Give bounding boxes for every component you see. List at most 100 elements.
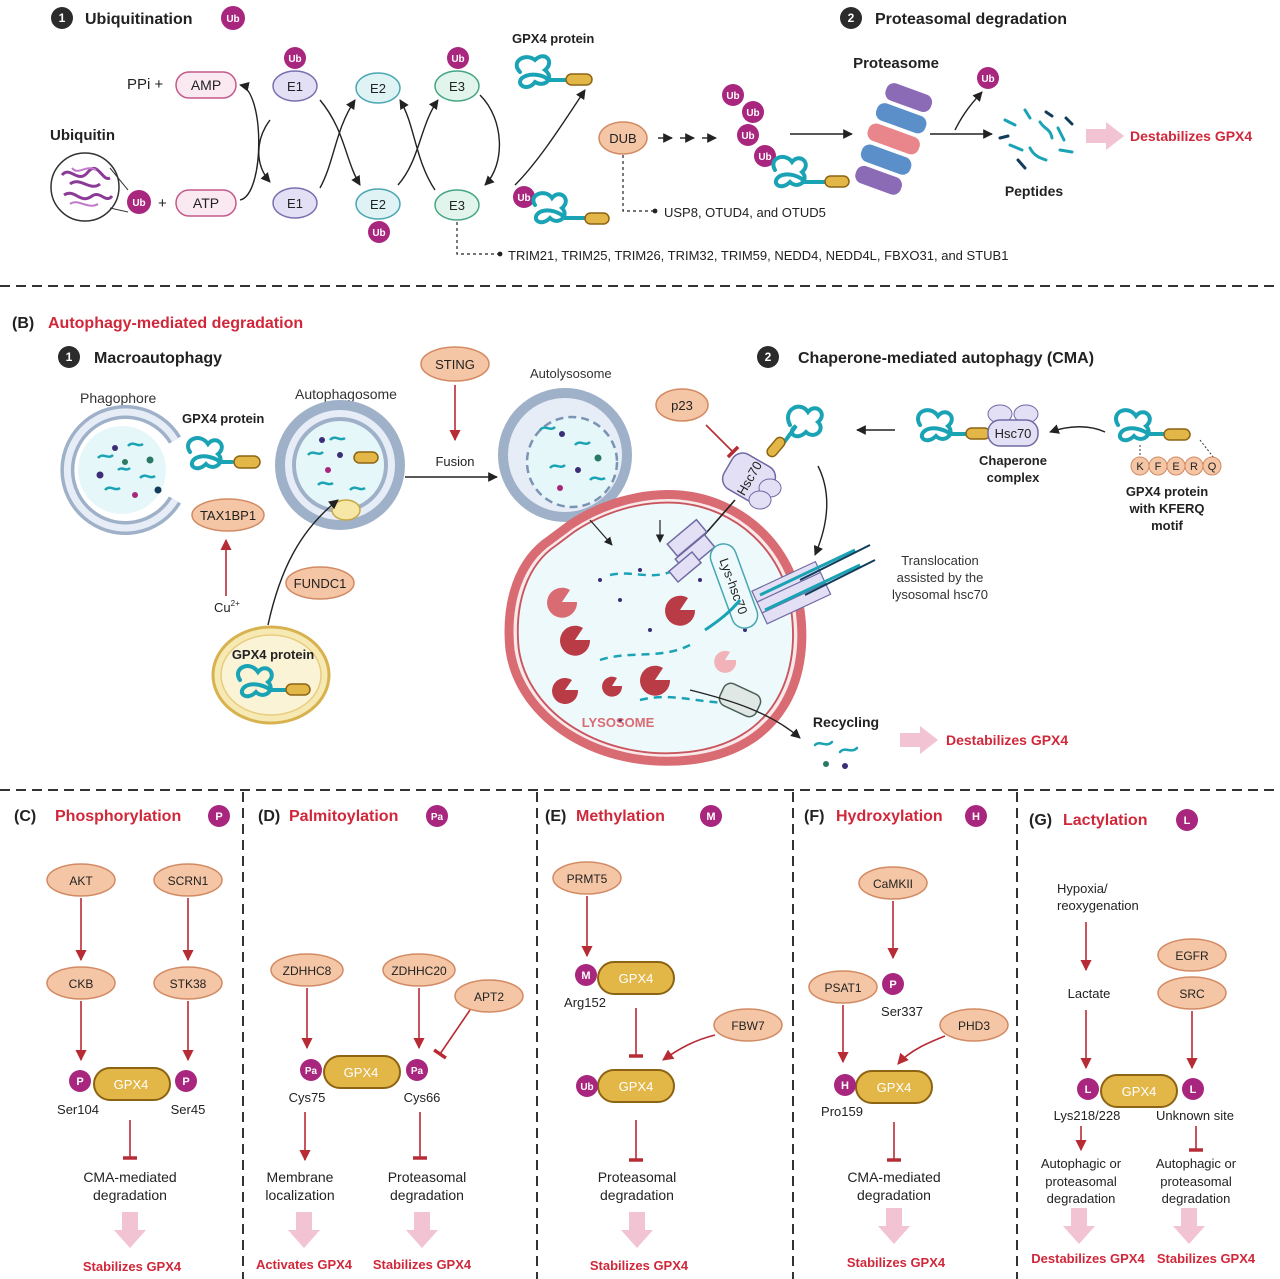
panel-f: (F) Hydroxylation H CaMKII PSAT1 P Ser33…: [804, 805, 1009, 1270]
svg-text:FBW7: FBW7: [731, 1019, 765, 1033]
ppi-label: PPi +: [127, 76, 164, 93]
svg-text:degradation: degradation: [1162, 1191, 1231, 1206]
svg-text:E2: E2: [370, 81, 386, 96]
ubiquitin-protein-icon: [50, 152, 129, 222]
svg-text:M: M: [706, 811, 715, 823]
apt2-node: [454, 979, 524, 1013]
step2-number-circle: [840, 7, 862, 29]
gpx4-protein-icon: [1114, 408, 1215, 459]
chaperone-complex-icon: Hsc70: [916, 404, 1039, 447]
svg-text:(D): (D): [258, 808, 280, 825]
svg-text:CMA-mediated: CMA-mediated: [83, 1169, 176, 1185]
svg-text:Ub: Ub: [741, 131, 754, 142]
ub-icon: [447, 47, 469, 69]
m-badge-icon: [700, 805, 722, 827]
ub-icon: [977, 67, 999, 89]
site-arg152: Arg152: [564, 995, 606, 1010]
panel-b-label: (B): [12, 315, 34, 332]
translocation-line-1: Translocation: [901, 553, 979, 568]
zdhhc20-node: [382, 953, 456, 987]
peptides-label: Peptides: [1005, 183, 1064, 199]
svg-text:Membrane: Membrane: [267, 1169, 334, 1185]
e3-bottom: [434, 189, 480, 221]
svg-text:GPX4: GPX4: [877, 1080, 912, 1095]
fundc1-node: [285, 566, 355, 600]
ub-badge-icon: [221, 6, 245, 30]
autolysosome-icon: [498, 388, 632, 522]
svg-text:M: M: [581, 970, 590, 982]
h-mark-icon: [834, 1074, 856, 1096]
p-badge-icon: [208, 805, 230, 827]
atp-pill: [175, 189, 237, 217]
site-pro159: Pro159: [821, 1104, 863, 1119]
zdhhc8-node: [270, 953, 344, 987]
lactylation-title: Lactylation: [1063, 812, 1147, 829]
dub-node: [598, 121, 648, 155]
svg-text:2: 2: [848, 11, 855, 25]
svg-text:PSAT1: PSAT1: [824, 981, 861, 995]
panel-b: (B) Autophagy-mediated degradation 1 Mac…: [12, 315, 1222, 769]
gpx4-kferq-label-2: with KFERQ: [1128, 501, 1204, 516]
panel-e: (E) Methylation M PRMT5 GPX4 M Arg152 FB…: [545, 805, 783, 1273]
site-cys66: Cys66: [404, 1090, 441, 1105]
svg-text:degradation: degradation: [600, 1187, 674, 1203]
autophagosome-label: Autophagosome: [295, 386, 397, 402]
svg-text:E3: E3: [449, 79, 465, 94]
svg-text:GPX4: GPX4: [619, 971, 654, 986]
site-lys218-228: Lys218/228: [1054, 1108, 1121, 1123]
svg-text:Pa: Pa: [431, 812, 444, 823]
svg-text:Ub: Ub: [132, 198, 145, 209]
egfr-node: [1157, 938, 1227, 972]
svg-text:CaMKII: CaMKII: [873, 877, 913, 891]
autolysosome-label: Autolysosome: [530, 366, 612, 381]
hypoxia-label-1: Hypoxia/: [1057, 881, 1108, 896]
panel-g-result-right: Stabilizes GPX4: [1157, 1251, 1256, 1266]
ubiquitination-cycle-arrows: [239, 81, 586, 201]
panel-a: 1 Ubiquitination Ub 2 Proteasomal degrad…: [50, 6, 1252, 263]
panel-dividers: [242, 792, 1018, 1279]
svg-text:(C): (C): [14, 808, 36, 825]
cma-title: Chaperone-mediated autophagy (CMA): [798, 350, 1094, 367]
e1-top: [272, 70, 318, 102]
svg-text:PRMT5: PRMT5: [567, 872, 608, 886]
macroautophagy-number-circle: [58, 346, 80, 368]
panel-c-result: Stabilizes GPX4: [83, 1259, 182, 1274]
l-mark-icon: [1182, 1078, 1204, 1100]
gpx4-protein-label: GPX4 protein: [512, 31, 594, 46]
gpx4-protein-icon: [531, 191, 610, 225]
sting-node: [420, 346, 490, 382]
svg-text:PHD3: PHD3: [958, 1019, 990, 1033]
hypoxia-label-2: reoxygenation: [1057, 898, 1139, 913]
gpx4-protein-label: GPX4 protein: [182, 411, 264, 426]
svg-text:p23: p23: [671, 398, 693, 413]
l-badge-icon: [1176, 809, 1198, 831]
ub-icon: [513, 186, 535, 208]
svg-text:(F): (F): [804, 808, 824, 825]
svg-text:APT2: APT2: [474, 990, 504, 1004]
lactate-label: Lactate: [1068, 986, 1111, 1001]
ub-icon: [284, 47, 306, 69]
proteasomal-degradation-title: Proteasomal degradation: [875, 11, 1067, 28]
pa-mark-icon: [300, 1059, 322, 1081]
svg-text:GPX4: GPX4: [344, 1065, 379, 1080]
amp-pill: [175, 71, 237, 99]
panel-g-result-left: Destabilizes GPX4: [1031, 1251, 1145, 1266]
svg-text:proteasomal: proteasomal: [1045, 1174, 1117, 1189]
svg-text:P: P: [76, 1076, 83, 1088]
camkii-node: [858, 866, 928, 900]
transporter-icon: [666, 518, 716, 584]
svg-text:ZDHHC20: ZDHHC20: [391, 964, 447, 978]
ckb-node: [46, 966, 116, 1000]
svg-text:SCRN1: SCRN1: [168, 874, 209, 888]
block-arrow-icon: [621, 1212, 653, 1248]
svg-text:E: E: [1172, 461, 1179, 473]
svg-text:CMA-mediated: CMA-mediated: [847, 1169, 940, 1185]
svg-text:E1: E1: [287, 196, 303, 211]
autophagosome-icon: [275, 400, 405, 530]
svg-text:CKB: CKB: [69, 977, 94, 991]
svg-text:ZDHHC8: ZDHHC8: [283, 964, 332, 978]
stk38-node: [153, 966, 223, 1000]
svg-text:degradation: degradation: [857, 1187, 931, 1203]
site-ser45: Ser45: [171, 1102, 206, 1117]
